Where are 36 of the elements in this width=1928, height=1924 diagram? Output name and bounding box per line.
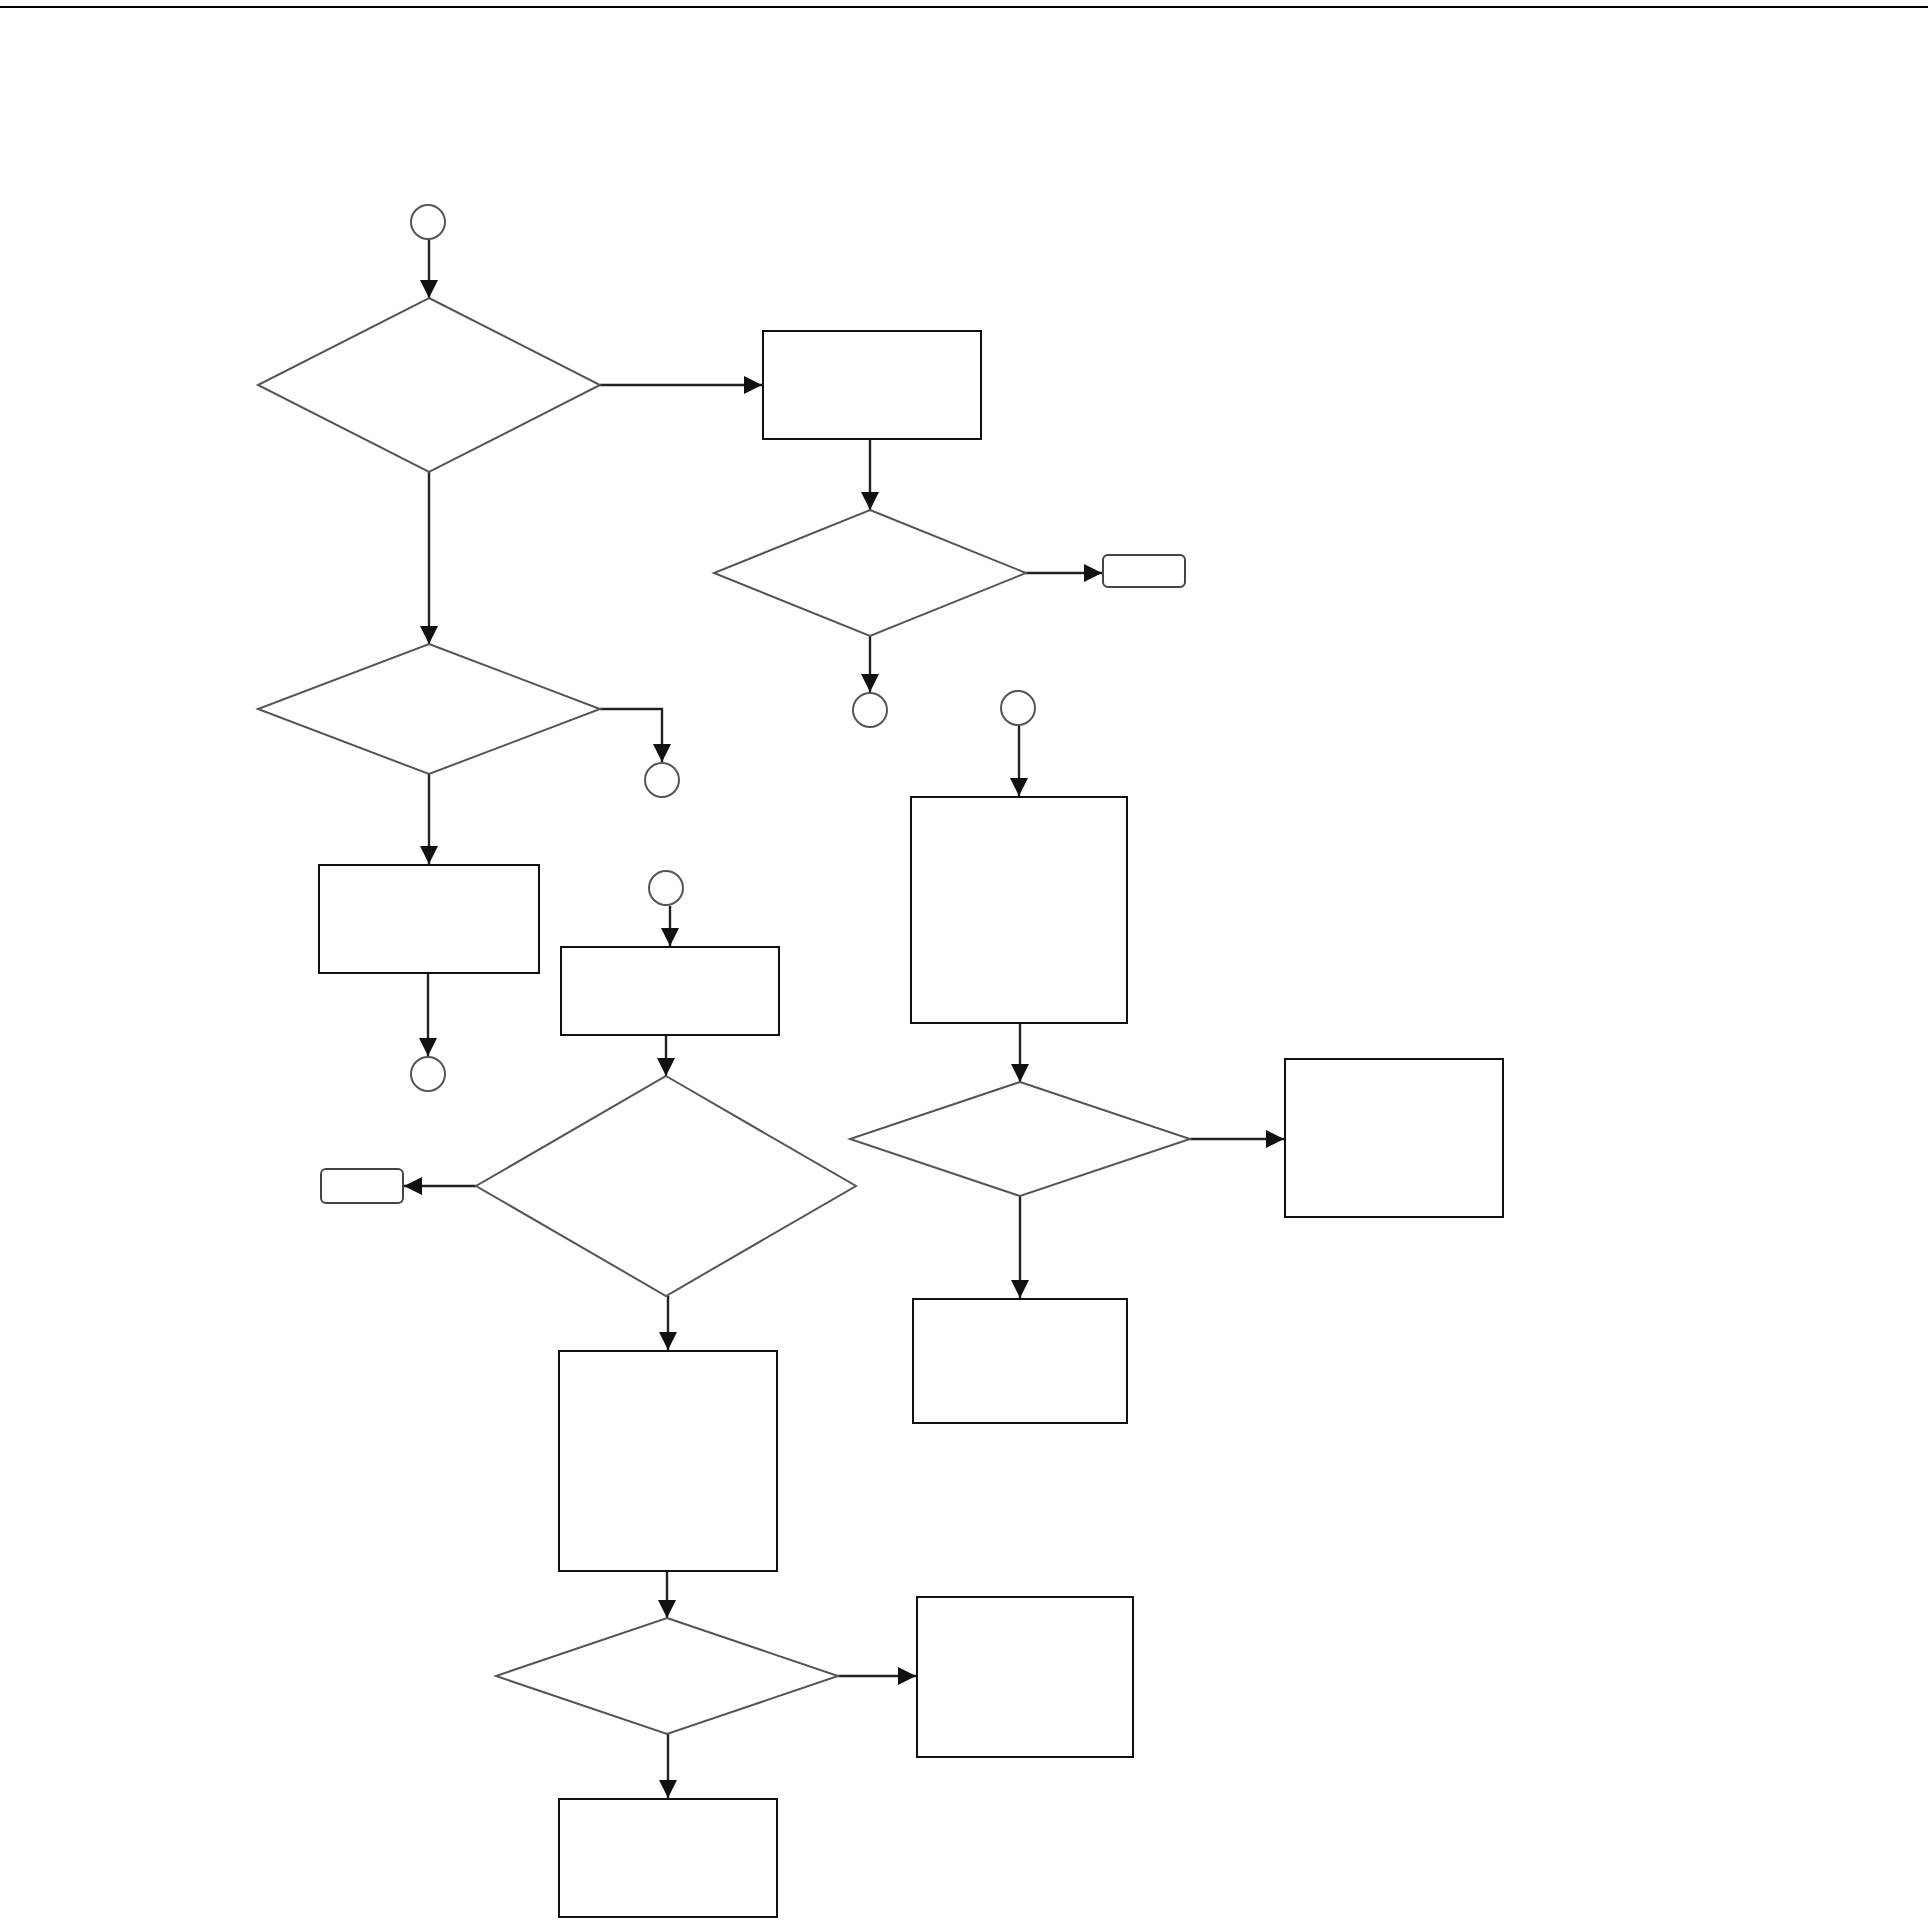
process-box [916,1596,1134,1758]
terminator-box [1102,554,1186,588]
decision-diamond [714,510,1026,636]
arrow [420,472,438,644]
arrow [419,974,437,1056]
process-box [910,796,1128,1024]
process-box [912,1298,1128,1424]
process-box [560,946,780,1036]
process-box [1284,1058,1504,1218]
arrow [661,906,679,946]
decision-diamond [496,1618,838,1734]
arrow [861,636,879,692]
process-box [318,864,540,974]
arrow [1011,1024,1029,1082]
arrow [659,1734,677,1798]
arrow [420,774,438,864]
terminator-box [320,1168,404,1204]
process-box [558,1350,778,1572]
arrow [658,1572,676,1618]
decision-diamond [258,298,600,472]
arrow [657,1036,675,1076]
process-box [762,330,982,440]
arrow [659,1296,677,1350]
arrow [1011,1196,1029,1298]
decision-diamond [258,644,600,774]
arrow [1190,1130,1284,1148]
arrow [1026,564,1102,582]
arrow [861,440,879,510]
decision-diamond [850,1082,1190,1196]
arrow [404,1177,476,1195]
arrow [600,376,762,394]
process-box [558,1798,778,1918]
arrow [1010,726,1028,796]
arrow [838,1667,916,1685]
arrow [420,240,438,298]
arrow [600,707,671,762]
